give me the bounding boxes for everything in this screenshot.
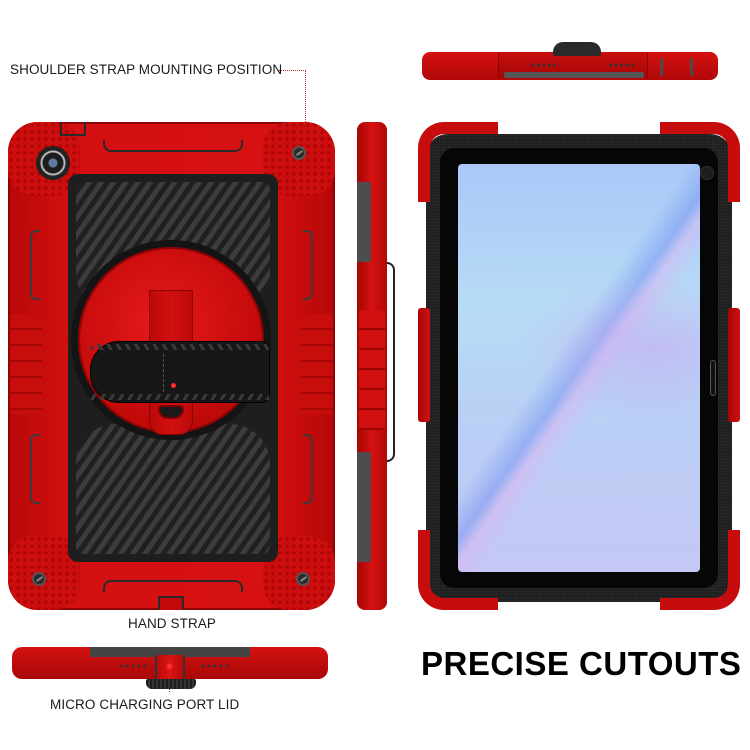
speaker-grill-icon [118, 663, 148, 669]
hand-strap-marker-icon [171, 383, 176, 388]
shoulder-strap-screw-icon [292, 146, 306, 160]
top-edge-strip [504, 72, 644, 78]
front-right-side-bumper [728, 308, 740, 422]
charging-port-lid [158, 596, 184, 610]
right-rail [303, 230, 313, 300]
front-camera-icon [700, 166, 714, 180]
rotating-knob-icon [553, 42, 601, 56]
case-top-edge-view [420, 42, 720, 82]
side-grey-panel [357, 182, 371, 262]
camera-cutout-icon [36, 146, 70, 180]
shoulder-strap-screw-icon [32, 572, 46, 586]
case-bottom-edge-view [10, 645, 330, 690]
front-corner-bumper [660, 122, 740, 202]
front-corner-bumper [418, 122, 498, 202]
right-side-bumper [301, 314, 333, 414]
bottom-slot [103, 580, 243, 592]
side-port-cutout-icon [710, 360, 716, 396]
side-bumper-block [359, 310, 385, 430]
shoulder-strap-leader-v [305, 70, 306, 150]
case-side-view [353, 122, 395, 610]
speaker-grill-icon [608, 62, 636, 68]
left-rail [30, 230, 40, 300]
left-side-bumper [10, 314, 42, 414]
shoulder-strap-leader-h [278, 70, 306, 71]
shoulder-strap-label: SHOULDER STRAP MOUNTING POSITION [10, 62, 283, 77]
top-tab [60, 122, 86, 136]
precise-cutouts-headline: PRECISE CUTOUTS [421, 645, 742, 682]
side-strap-profile [387, 262, 395, 462]
front-corner-bumper [660, 530, 740, 610]
hand-strap-label: HAND STRAP [128, 616, 217, 631]
carbon-texture-bottom [76, 424, 270, 554]
speaker-grill-icon [200, 663, 230, 669]
charging-port-marker-icon [167, 664, 172, 669]
charging-port-label: MICRO CHARGING PORT LID [50, 697, 240, 712]
bottom-edge-strip [90, 647, 250, 657]
button-cutout-icon [690, 58, 693, 76]
side-grey-panel [357, 452, 371, 562]
front-left-side-bumper [418, 308, 430, 422]
kickstand-grip-hole [158, 405, 184, 419]
case-front-view [418, 122, 740, 610]
button-cutout-icon [660, 58, 663, 76]
rotating-knob-icon [146, 679, 196, 689]
front-corner-bumper [418, 530, 498, 610]
case-back-view [8, 122, 335, 610]
left-rail [30, 434, 40, 504]
hand-strap [91, 342, 269, 402]
speaker-grill-icon [530, 62, 558, 68]
right-rail [303, 434, 313, 504]
shoulder-strap-screw-icon [296, 572, 310, 586]
tablet-screen [458, 164, 700, 572]
strap-seam [163, 354, 164, 392]
top-slot [103, 140, 243, 152]
